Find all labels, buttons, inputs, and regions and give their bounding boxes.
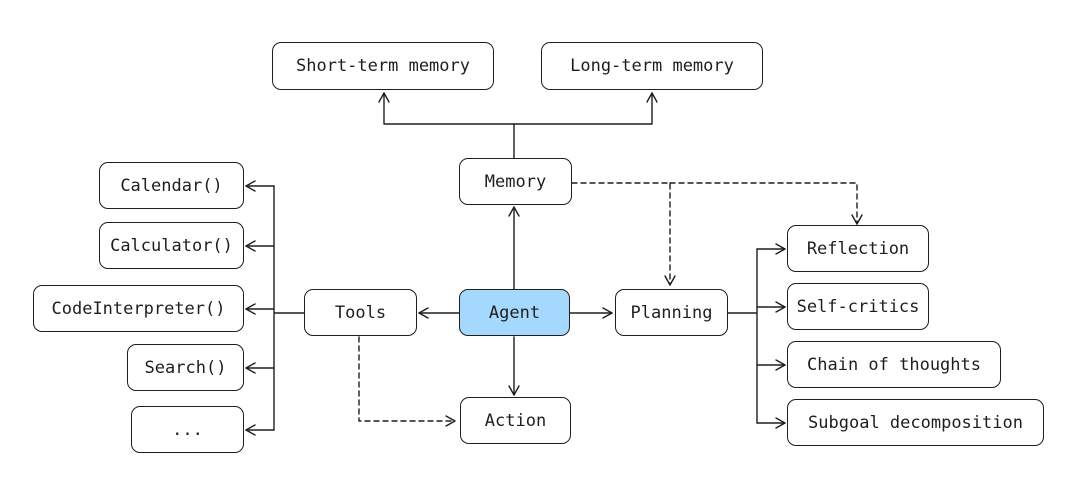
node-short-term-memory[interactable]: Short-term memory [272, 42, 494, 90]
node-subgoal-decomposition[interactable]: Subgoal decomposition [787, 399, 1044, 446]
edge-memory-to-reflection-dashed [669, 182, 863, 225]
node-chain-of-thoughts[interactable]: Chain of thoughts [787, 341, 1001, 388]
edge-planning-trunk [727, 248, 758, 424]
edge-memory-to-short-term-memory [378, 92, 515, 125]
node-long-term-memory[interactable]: Long-term memory [541, 42, 763, 90]
edge-memory-to-planning-dashed [571, 182, 676, 286]
edge-tools-trunk [273, 185, 305, 431]
edge-memory-to-long-term-memory [513, 92, 658, 125]
node-planning[interactable]: Planning [615, 289, 728, 336]
node-memory[interactable]: Memory [459, 158, 572, 205]
node-self-critics[interactable]: Self-critics [787, 283, 929, 330]
node-code-interpreter[interactable]: CodeInterpreter() [33, 285, 244, 332]
node-action[interactable]: Action [460, 397, 571, 444]
edge-tools-to-action-dashed [358, 336, 456, 427]
node-calculator[interactable]: Calculator() [99, 222, 244, 269]
node-ellipsis[interactable]: ... [131, 406, 244, 453]
node-reflection[interactable]: Reflection [787, 225, 929, 272]
node-search[interactable]: Search() [127, 344, 244, 391]
node-agent[interactable]: Agent [459, 289, 570, 336]
node-tools[interactable]: Tools [304, 289, 417, 336]
node-calendar[interactable]: Calendar() [99, 162, 244, 209]
